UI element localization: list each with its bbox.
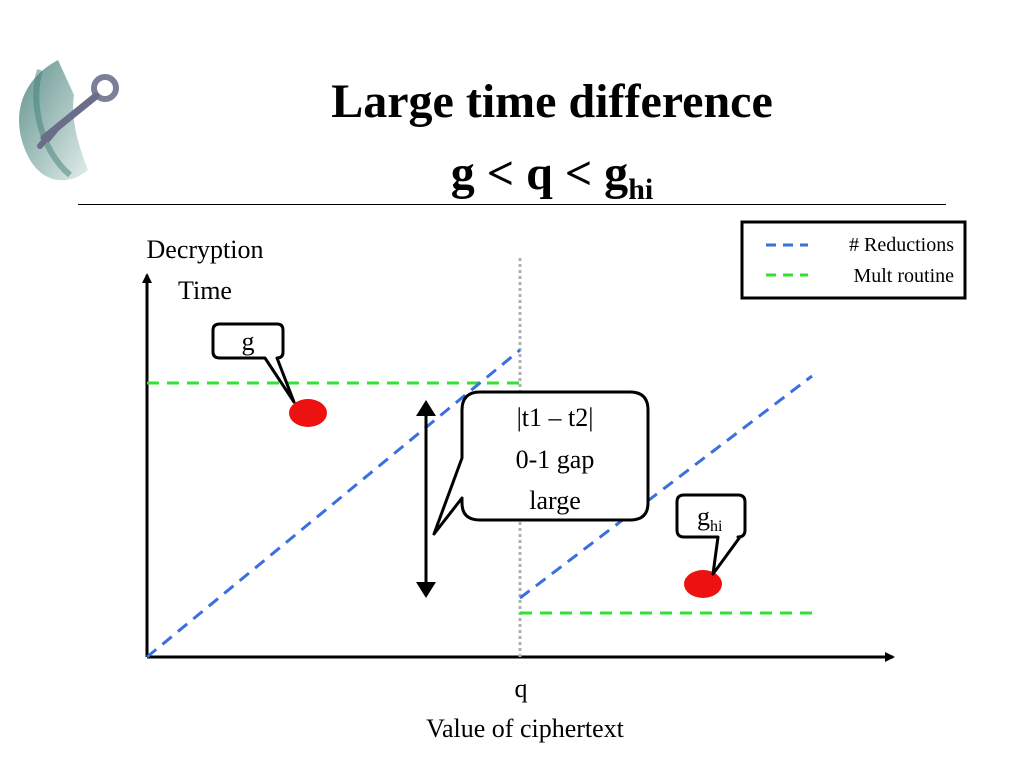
legend-label-reductions: # Reductions [849, 234, 954, 256]
gap-line2: 0-1 gap [516, 445, 595, 474]
reductions-line-left [146, 348, 521, 659]
callout-g-label: g [242, 327, 255, 356]
point-ghi [684, 570, 722, 598]
x-axis-label: Value of ciphertext [426, 714, 625, 743]
gap-line3: large [529, 486, 581, 515]
legend: # Reductions Mult routine [740, 220, 967, 300]
y-axis-label-line1: Decryption [147, 235, 264, 264]
key-icon [19, 60, 119, 181]
title-divider [78, 204, 946, 205]
callout-ghi-sub: hi [710, 518, 723, 535]
callout-ghi-main: g [697, 502, 710, 531]
reductions-line-right [519, 374, 813, 600]
callout-g: g [211, 322, 296, 404]
gap-line1: |t1 – t2| [517, 403, 594, 432]
svg-text:g: g [242, 327, 255, 356]
legend-label-mult: Mult routine [853, 265, 954, 287]
subtitle-subscript: hi [628, 173, 654, 206]
y-axis-label-line2: Time [178, 276, 232, 305]
slide-subtitle: g < q < ghi [40, 146, 1024, 218]
x-tick-q: q [515, 674, 528, 703]
gap-arrow-head-top [416, 400, 436, 416]
gap-arrow-head-bottom [416, 582, 436, 598]
subtitle-main: g < q < g [450, 147, 629, 200]
point-g [289, 399, 327, 427]
callout-gap: |t1 – t2| 0-1 gap large [432, 390, 650, 536]
callout-ghi: ghi [675, 493, 747, 576]
svg-text:ghi: ghi [697, 502, 723, 535]
slide-title: Large time difference [331, 75, 773, 128]
